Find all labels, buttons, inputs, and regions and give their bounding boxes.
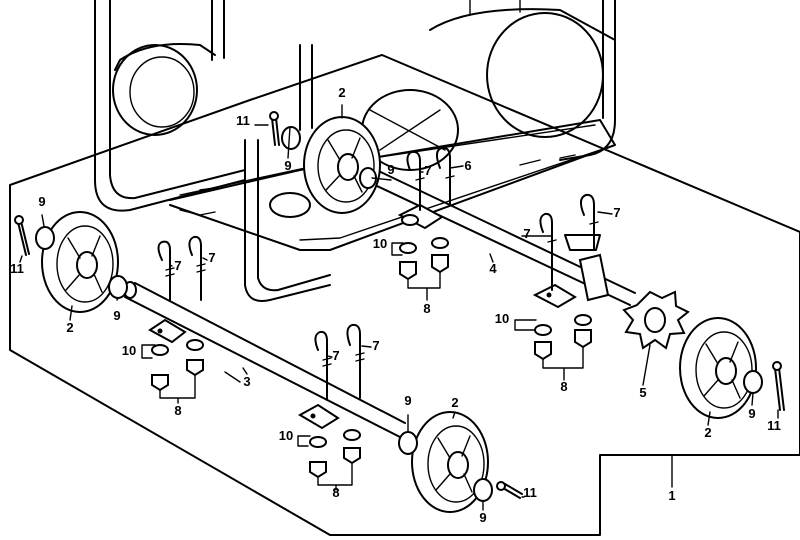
washers-9 <box>35 126 763 511</box>
nuts-front-left <box>151 339 204 392</box>
nuts-front-right <box>309 429 361 479</box>
axle-brackets <box>148 203 610 430</box>
kit-boundary-outline <box>9 54 800 536</box>
leader-lines <box>69 104 711 426</box>
left-tank-end <box>112 44 198 136</box>
part-callout-7: 7 <box>174 258 181 273</box>
right-tank-end <box>486 12 604 138</box>
nut-washer-sets <box>141 214 592 491</box>
wheel-front-right <box>411 411 489 513</box>
part-callout-10: 10 <box>279 428 293 443</box>
part-callout-10: 10 <box>495 311 509 326</box>
part-callout-11: 11 <box>236 113 250 128</box>
part-callout-9: 9 <box>284 158 291 173</box>
part-callout-8: 8 <box>174 403 181 418</box>
wheel-front-left <box>41 211 119 313</box>
part-callout-6: 6 <box>464 158 471 173</box>
part-callout-10: 10 <box>373 236 387 251</box>
nuts-rear-left <box>399 214 449 281</box>
star-hub-5 <box>622 290 690 350</box>
front-axle-3 <box>123 281 406 438</box>
part-callout-5: 5 <box>639 385 646 400</box>
part-callout-11: 11 <box>523 485 537 500</box>
part-callout-2: 2 <box>338 85 345 100</box>
part-callouts: 1 2 2 2 2 3 4 5 6 7 7 7 7 7 7 7 8 8 8 8 9 9 9 9 9 9 9 10 10 10 10 11 11 1… <box>10 85 781 525</box>
part-callout-7: 7 <box>613 205 620 220</box>
part-callout-8: 8 <box>423 301 430 316</box>
wheel-rear-left <box>303 116 381 214</box>
part-callout-9: 9 <box>387 162 394 177</box>
hook-bolts <box>157 146 601 401</box>
wheel-rear-right <box>679 317 757 419</box>
part-callout-7: 7 <box>424 163 431 178</box>
part-callout-2: 2 <box>66 320 73 335</box>
nuts-rear-right <box>534 314 592 361</box>
part-callout-3: 3 <box>243 374 250 389</box>
left-tank-inner <box>129 56 195 128</box>
part-callout-1: 1 <box>668 488 675 503</box>
part-callout-8: 8 <box>332 485 339 500</box>
part-callout-11: 11 <box>10 261 24 276</box>
cotter-pins-11 <box>14 111 785 499</box>
part-callout-7: 7 <box>208 250 215 265</box>
part-callout-9: 9 <box>113 308 120 323</box>
part-callout-7: 7 <box>372 338 379 353</box>
part-callout-9: 9 <box>748 406 755 421</box>
part-callout-9: 9 <box>479 510 486 525</box>
part-callout-4: 4 <box>489 261 497 276</box>
part-callout-10: 10 <box>122 343 136 358</box>
part-callout-11: 11 <box>767 418 781 433</box>
part-callout-2: 2 <box>451 395 458 410</box>
part-callout-9: 9 <box>38 194 45 209</box>
part-callout-2: 2 <box>704 425 711 440</box>
part-callout-9: 9 <box>404 393 411 408</box>
part-callout-8: 8 <box>560 379 567 394</box>
part-callout-7: 7 <box>332 348 339 363</box>
part-callout-7: 7 <box>523 226 530 241</box>
